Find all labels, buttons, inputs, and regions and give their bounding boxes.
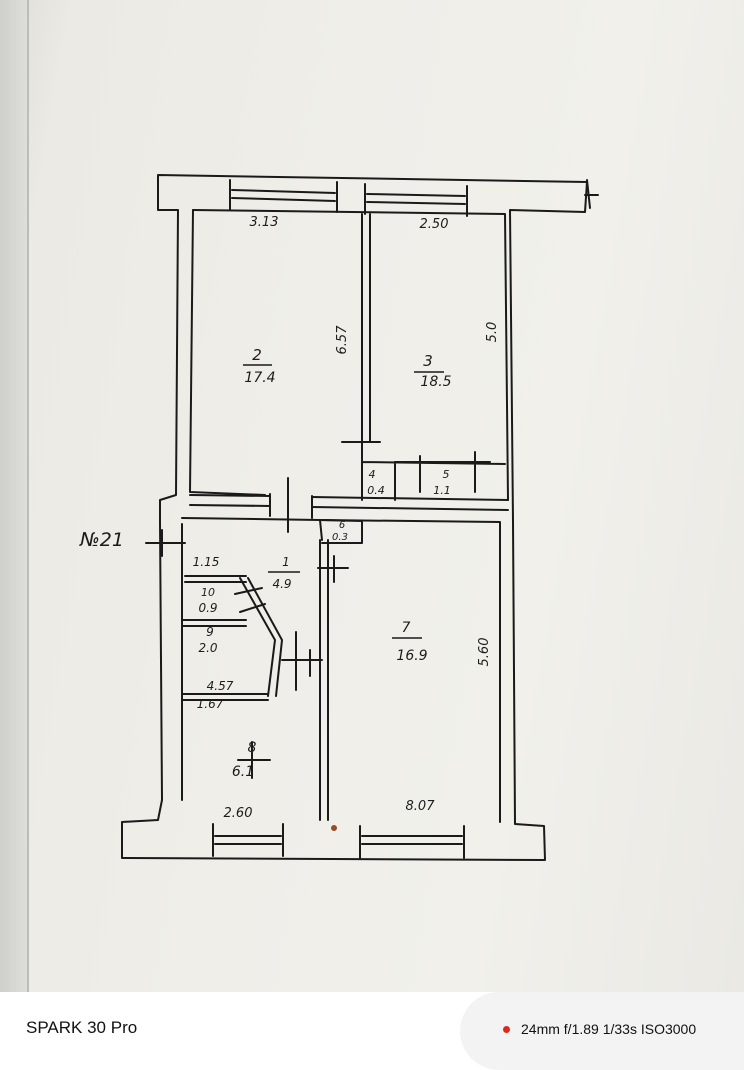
room-10-number: 10 xyxy=(201,586,215,599)
dim-corridor-width: 1.15 xyxy=(193,555,220,569)
room-2-area: 17.4 xyxy=(244,370,275,386)
apartment-number: №21 xyxy=(79,529,124,551)
room-5-area: 1.1 xyxy=(433,484,451,497)
dim-right-wall-lower: 5.60 xyxy=(477,638,492,667)
partition-2-3 xyxy=(361,213,371,443)
camera-settings: 24mm f/1.89 1/33s ISO3000 xyxy=(521,1021,697,1037)
room-4-number: 4 xyxy=(369,468,376,481)
room-6-number: 6 xyxy=(339,520,345,531)
dim-bottom-right-width: 8.07 xyxy=(406,799,436,814)
paper-edge xyxy=(0,0,28,992)
left-door-ticks xyxy=(145,529,186,557)
room-7-walls xyxy=(319,519,501,823)
room-1-area: 4.9 xyxy=(272,577,291,591)
room-2-number: 2 xyxy=(252,346,262,364)
dim-top-left-width: 3.13 xyxy=(250,215,279,230)
dim-small-room-b: 1.67 xyxy=(197,697,224,711)
red-dot-icon xyxy=(503,1026,510,1033)
room-8-area: 6.1 xyxy=(232,764,254,780)
door-7-ticks xyxy=(317,555,349,583)
outer-wall-left xyxy=(121,174,588,861)
dim-bottom-left-width: 2.60 xyxy=(224,806,253,821)
room-10-area: 0.9 xyxy=(198,601,217,615)
room-7-number: 7 xyxy=(402,620,411,636)
window-bottom-right xyxy=(359,825,465,859)
device-name: SPARK 30 Pro xyxy=(26,1018,138,1037)
room-8-top xyxy=(181,693,269,701)
paper-edge-shadow xyxy=(27,0,29,992)
dim-small-room-a: 4.57 xyxy=(207,679,234,693)
window-bottom-left xyxy=(212,823,284,857)
room-4-area: 0.4 xyxy=(367,484,385,497)
inner-wall-left xyxy=(189,209,266,496)
room-9-area: 2.0 xyxy=(198,641,217,655)
door-tick-2-3 xyxy=(341,431,381,459)
door-9-ticks xyxy=(234,587,323,691)
room-9-line xyxy=(181,619,247,627)
room-8-number: 8 xyxy=(248,740,257,756)
room-3-number: 3 xyxy=(423,352,433,370)
room-6-area: 0.3 xyxy=(332,532,348,543)
wall-stub-top-right xyxy=(584,179,599,209)
floor-plan-photo: 2 17.4 3 18.5 4 0.4 5 1.1 6 0.3 1 4.9 10… xyxy=(0,0,744,992)
diagonal-wall xyxy=(239,577,283,697)
room-3-area: 18.5 xyxy=(420,374,451,390)
floor-plan-drawing: 2 17.4 3 18.5 4 0.4 5 1.1 6 0.3 1 4.9 10… xyxy=(79,174,599,861)
room-9-number: 9 xyxy=(206,625,214,639)
pin-mark xyxy=(331,825,337,831)
room-10-line xyxy=(184,575,247,583)
room-7-area: 16.9 xyxy=(396,648,427,664)
window-top-left xyxy=(229,179,338,213)
room-5-number: 5 xyxy=(443,468,450,481)
dim-partition-length: 6.57 xyxy=(335,325,350,355)
door-8-ticks xyxy=(237,741,271,779)
mid-wall xyxy=(189,494,509,511)
dim-top-right-width: 2.50 xyxy=(420,217,449,232)
inner-wall-top xyxy=(192,209,509,501)
camera-watermark-footer: SPARK 30 Pro 24mm f/1.89 1/33s ISO3000 xyxy=(0,992,744,1070)
window-top-right xyxy=(364,183,468,217)
dim-right-wall-upper: 5.0 xyxy=(485,322,500,343)
closet-4-5-walls xyxy=(361,451,506,501)
room-1-number: 1 xyxy=(282,555,290,569)
door-mid xyxy=(269,477,313,533)
